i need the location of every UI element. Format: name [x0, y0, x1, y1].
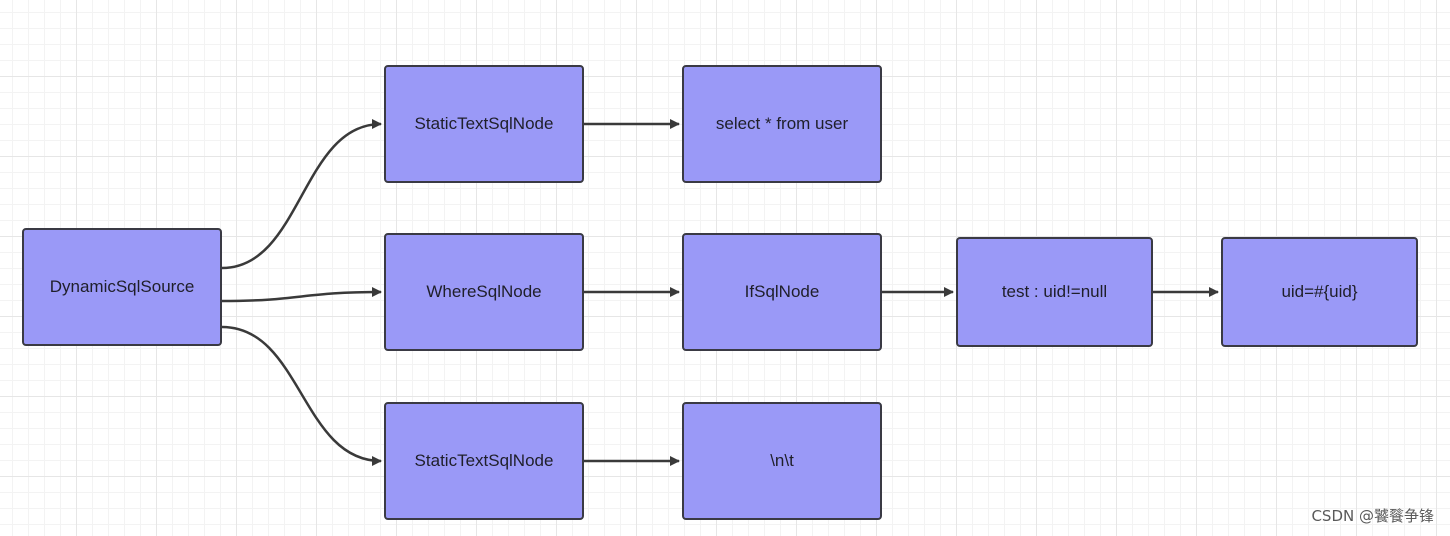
- edge-dynamic-to-static1: [221, 119, 382, 270]
- node-uid-assignment[interactable]: uid=#{uid}: [1221, 237, 1418, 347]
- node-label: WhereSqlNode: [426, 282, 542, 301]
- node-label: \n\t: [770, 451, 794, 470]
- node-label: StaticTextSqlNode: [414, 451, 554, 470]
- node-if-sql-node[interactable]: IfSqlNode: [682, 233, 882, 351]
- node-newline-tab[interactable]: \n\t: [682, 402, 882, 520]
- node-label: uid=#{uid}: [1281, 282, 1358, 301]
- watermark: CSDN @饕餮争锋: [1311, 507, 1434, 525]
- node-label: DynamicSqlSource: [49, 277, 195, 296]
- node-label: select * from user: [715, 114, 849, 133]
- node-static-text-sql-node-1[interactable]: StaticTextSqlNode: [384, 65, 584, 183]
- node-where-sql-node[interactable]: WhereSqlNode: [384, 233, 584, 351]
- node-label: StaticTextSqlNode: [414, 114, 554, 133]
- node-label: test : uid!=null: [1001, 282, 1108, 301]
- node-select-from-user[interactable]: select * from user: [682, 65, 882, 183]
- node-dynamic-sql-source[interactable]: DynamicSqlSource: [22, 228, 222, 346]
- edge-dynamic-to-static2: [221, 325, 382, 466]
- node-test-condition[interactable]: test : uid!=null: [956, 237, 1153, 347]
- node-static-text-sql-node-2[interactable]: StaticTextSqlNode: [384, 402, 584, 520]
- edge-dynamic-to-where: [221, 287, 382, 303]
- node-label: IfSqlNode: [744, 282, 820, 301]
